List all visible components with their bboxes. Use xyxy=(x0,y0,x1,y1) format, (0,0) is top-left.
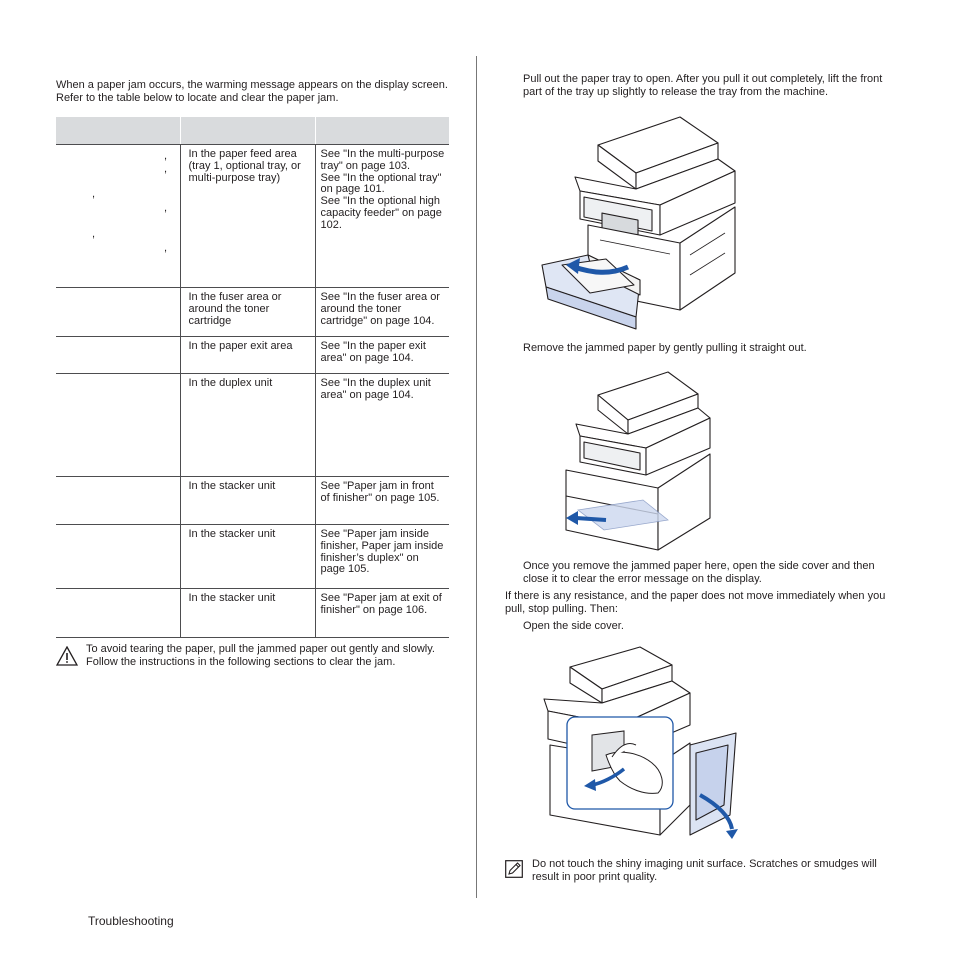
see-cell: See "Paper jam inside finisher, Paper ja… xyxy=(315,524,449,589)
step3-text: Once you remove the jammed paper here, o… xyxy=(523,560,875,585)
note-pencil-icon xyxy=(505,860,523,878)
step4-text: Open the side cover. xyxy=(523,620,624,632)
table-row: In the paper exit area See "In the paper… xyxy=(56,336,449,374)
location-cell: In the fuser area or around the toner ca… xyxy=(180,287,316,337)
see-cell: See "Paper jam at exit of finisher" on p… xyxy=(315,588,449,638)
see-cell: See "In the multi-purpose tray" on page … xyxy=(315,144,449,288)
table-row: In the stacker unit See "Paper jam at ex… xyxy=(56,588,449,638)
location-cell: In the stacker unit xyxy=(180,588,316,638)
table-row: , , , , , , In the paper feed area (tray… xyxy=(56,144,449,288)
see-cell: See "Paper jam in front of finisher" on … xyxy=(315,476,449,525)
location-cell: In the paper exit area xyxy=(180,336,316,374)
table-header-row xyxy=(56,117,449,145)
location-cell: In the paper feed area (tray 1, optional… xyxy=(180,144,316,288)
see-cell: See "In the paper exit area" on page 104… xyxy=(315,336,449,374)
printer-side-cover-illustration xyxy=(543,646,738,839)
resistance-text: If there is any resistance, and the pape… xyxy=(505,590,886,615)
intro-text: When a paper jam occurs, the warming mes… xyxy=(56,79,448,104)
step1-text: Pull out the paper tray to open. After y… xyxy=(523,73,883,98)
location-cell: In the duplex unit xyxy=(180,373,316,477)
footer-section-title: Troubleshooting xyxy=(88,914,174,928)
message-cell: , , , , , , xyxy=(56,144,181,288)
location-cell: In the stacker unit xyxy=(180,524,316,589)
location-cell: In the stacker unit xyxy=(180,476,316,525)
step2-text: Remove the jammed paper by gently pullin… xyxy=(523,342,807,354)
printer-remove-paper-illustration xyxy=(565,371,711,551)
header-message xyxy=(56,117,181,145)
caution-text: To avoid tearing the paper, pull the jam… xyxy=(86,643,435,668)
see-cell: See "In the fuser area or around the ton… xyxy=(315,287,449,337)
caution-triangle-icon xyxy=(56,646,78,666)
header-go-to xyxy=(315,117,449,145)
see-cell: See "In the duplex unit area" on page 10… xyxy=(315,373,449,477)
table-row: In the stacker unit See "Paper jam in fr… xyxy=(56,476,449,525)
paper-jam-table: , , , , , , In the paper feed area (tray… xyxy=(56,117,449,638)
table-row: In the duplex unit See "In the duplex un… xyxy=(56,373,449,477)
printer-tray-out-illustration xyxy=(541,116,736,330)
header-location xyxy=(180,117,316,145)
note-text: Do not touch the shiny imaging unit surf… xyxy=(532,858,877,883)
column-divider xyxy=(476,56,477,898)
table-row: In the fuser area or around the toner ca… xyxy=(56,287,449,337)
table-row: In the stacker unit See "Paper jam insid… xyxy=(56,524,449,589)
